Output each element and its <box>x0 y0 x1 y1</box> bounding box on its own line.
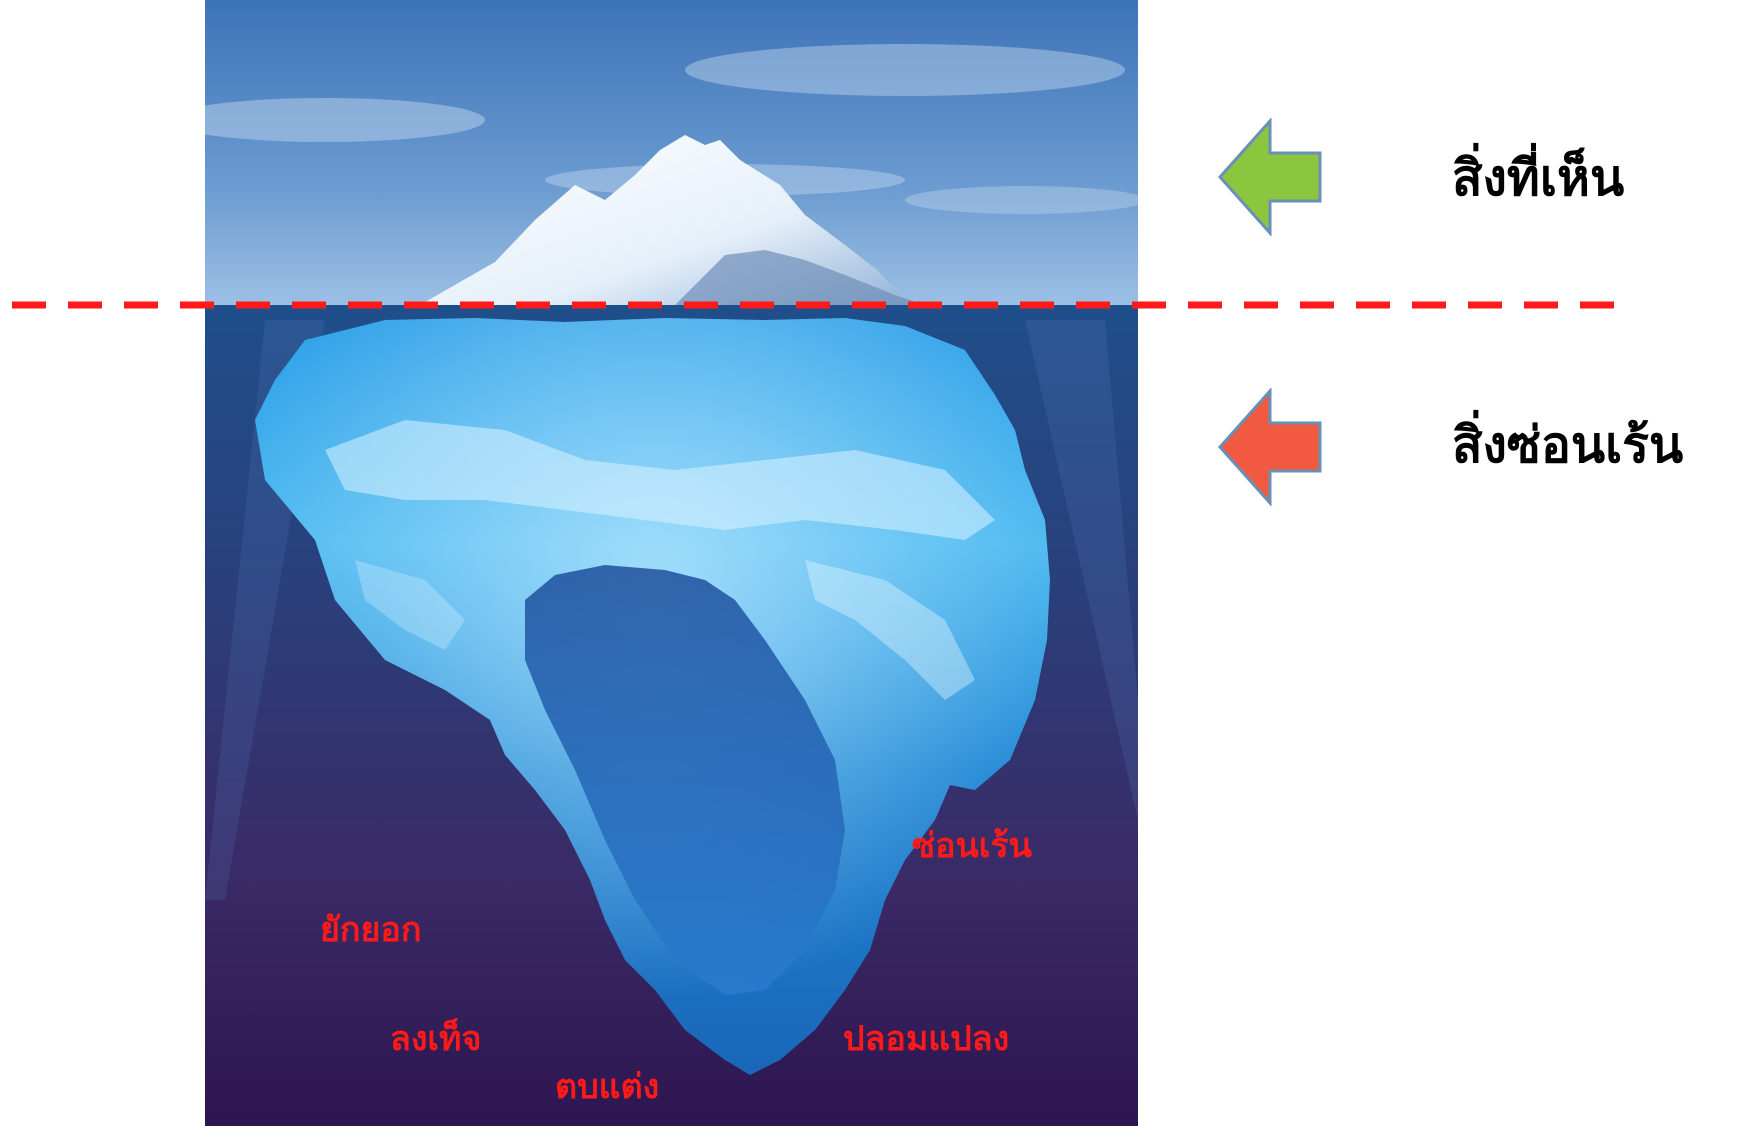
trait-label-window-dressing: ตบแต่ง <box>555 1067 660 1107</box>
trait-label-concealment: ซ่อนเร้น <box>912 826 1032 866</box>
trait-label-embezzlement: ยักยอก <box>320 910 422 950</box>
visible-label: สิ่งที่เห็น <box>1452 149 1625 207</box>
trait-label-false-entry: ลงเท็จ <box>390 1019 482 1059</box>
left-arrow-icon <box>1218 388 1322 506</box>
left-arrow-icon <box>1218 118 1322 236</box>
trait-label-forgery: ปลอมแปลง <box>843 1019 1010 1059</box>
iceberg-image <box>205 0 1138 1126</box>
hidden-label: สิ่งซ่อนเร้น <box>1452 416 1684 474</box>
